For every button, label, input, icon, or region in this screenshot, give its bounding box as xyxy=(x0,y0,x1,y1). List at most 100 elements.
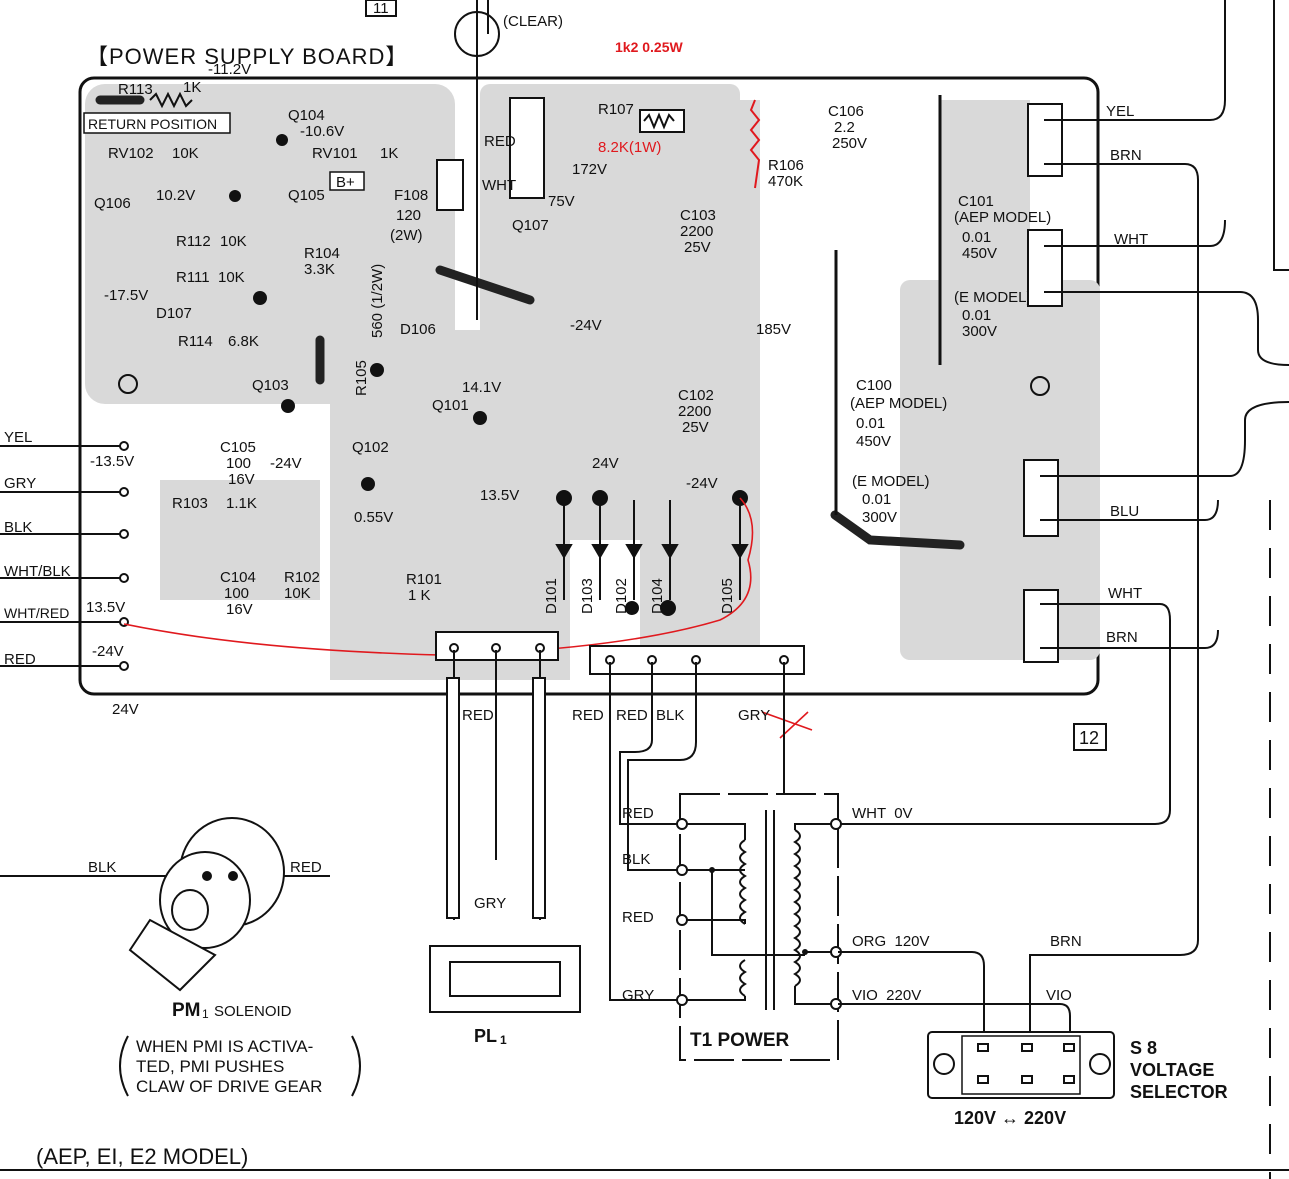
svg-text:C103: C103 xyxy=(680,207,716,224)
selector-name-2: VOLTAGE xyxy=(1130,1060,1214,1080)
selector-name-3: SELECTOR xyxy=(1130,1082,1228,1102)
left-wire-label-1: GRY xyxy=(4,475,36,492)
selector-brn: BRN xyxy=(1050,933,1082,950)
diode-bank xyxy=(555,490,749,616)
svg-text:(AEP MODEL): (AEP MODEL) xyxy=(850,395,947,412)
svg-text:R111: R111 xyxy=(176,269,210,286)
svg-text:C101: C101 xyxy=(958,193,994,210)
svg-text:470K: 470K xyxy=(768,173,803,190)
svg-text:RV102: RV102 xyxy=(108,145,154,162)
board-number-11-label: 11 xyxy=(373,0,389,17)
wire-brn2-right: BRN xyxy=(1106,629,1138,646)
svg-text:13.5V: 13.5V xyxy=(480,487,519,504)
svg-text:F108: F108 xyxy=(394,187,428,204)
selector-screw-left xyxy=(933,1053,955,1075)
wire-brn-right: BRN xyxy=(1110,147,1142,164)
svg-text:1 K: 1 K xyxy=(408,587,431,604)
selector-wires xyxy=(838,951,1071,1044)
left-wire-volt-4: 13.5V xyxy=(86,599,125,616)
svg-text:RED: RED xyxy=(484,133,516,150)
clear-label: (CLEAR) xyxy=(503,13,563,30)
d102-label: D102 xyxy=(613,578,630,614)
svg-text:Q105: Q105 xyxy=(288,187,325,204)
svg-text:Q103: Q103 xyxy=(252,377,289,394)
solenoid-name-suffix: SOLENOID xyxy=(214,1003,292,1020)
pl1-name: PL xyxy=(474,1026,497,1046)
selector-range: 120V ↔ 220V xyxy=(954,1108,1066,1128)
return-position-label: RETURN POSITION xyxy=(88,116,217,132)
selector-screw-right xyxy=(1089,1053,1111,1075)
t1-title: T1 POWER xyxy=(690,1030,790,1051)
svg-text:Q104: Q104 xyxy=(288,107,325,124)
svg-text:450V: 450V xyxy=(856,433,891,450)
d101-label: D101 xyxy=(543,578,560,614)
board-thick-traces xyxy=(95,95,965,550)
svg-text:25V: 25V xyxy=(682,419,709,436)
svg-text:C100: C100 xyxy=(856,377,892,394)
svg-text:-17.5V: -17.5V xyxy=(104,287,148,304)
svg-text:6.8K: 6.8K xyxy=(228,333,259,350)
svg-text:1K: 1K xyxy=(380,145,398,162)
svg-text:172V: 172V xyxy=(572,161,607,178)
bottom-24v-label: 24V xyxy=(112,701,139,718)
wire-red-1: RED xyxy=(462,707,494,724)
pl1-name-sub: 1 xyxy=(500,1033,507,1047)
svg-text:0.01: 0.01 xyxy=(856,415,885,432)
left-wire-label-4: WHT/RED xyxy=(4,605,69,621)
d104-label: D104 xyxy=(649,578,666,614)
svg-text:R104: R104 xyxy=(304,245,340,262)
solenoid-name-sub: 1 xyxy=(202,1007,209,1021)
t1-sec-wht: WHT 0V xyxy=(852,805,913,822)
svg-text:C102: C102 xyxy=(678,387,714,404)
svg-text:16V: 16V xyxy=(226,601,253,618)
board-title: 【POWER SUPPLY BOARD】 xyxy=(86,44,408,69)
svg-text:300V: 300V xyxy=(862,509,897,526)
svg-text:0.01: 0.01 xyxy=(962,307,991,324)
svg-text:0.01: 0.01 xyxy=(862,491,891,508)
svg-text:450V: 450V xyxy=(962,245,997,262)
wire-wht-right: WHT xyxy=(1114,231,1148,248)
left-wire-volt-5: -24V xyxy=(92,643,124,660)
model-note: (AEP, EI, E2 MODEL) xyxy=(36,1144,248,1169)
svg-text:100: 100 xyxy=(226,455,251,472)
solenoid-red: RED xyxy=(290,859,322,876)
svg-text:R101: R101 xyxy=(406,571,442,588)
svg-text:(E MODEL): (E MODEL) xyxy=(954,289,1032,306)
svg-text:10.2V: 10.2V xyxy=(156,187,195,204)
solenoid-note-3: CLAW OF DRIVE GEAR xyxy=(136,1077,322,1096)
board-copper-shading xyxy=(85,84,1100,680)
solenoid-note-paren-right xyxy=(351,1035,361,1097)
solenoid-drawing xyxy=(0,817,330,992)
svg-text:14.1V: 14.1V xyxy=(462,379,501,396)
svg-text:Q101: Q101 xyxy=(432,397,469,414)
top-left-components: R113 1K -11.2V RETURN POSITION Q104 -10.… xyxy=(83,61,464,413)
pl1-lead-right xyxy=(532,677,546,919)
svg-text:-11.2V: -11.2V xyxy=(208,61,251,78)
svg-text:25V: 25V xyxy=(684,239,711,256)
svg-text:R103: R103 xyxy=(172,495,208,512)
left-wire-label-3: WHT/BLK xyxy=(4,563,71,580)
middle-components: RED WHT 172V 75V R107 8.2K(1W) Q107 C103… xyxy=(172,97,791,618)
svg-text:R112: R112 xyxy=(176,233,211,250)
t1-pri-red2: RED xyxy=(622,909,654,926)
selector-name-1: S 8 xyxy=(1130,1038,1157,1058)
svg-text:100: 100 xyxy=(224,585,249,602)
d103-label: D103 xyxy=(579,578,596,614)
svg-text:3.3K: 3.3K xyxy=(304,261,335,278)
right-connectors xyxy=(1023,103,1063,663)
r105-label: R105 xyxy=(353,360,370,396)
board-number-12 xyxy=(1073,723,1107,751)
board-number-11 xyxy=(365,0,397,17)
t1-sec-vio: VIO 220V xyxy=(852,987,921,1004)
left-wire-label-5: RED xyxy=(4,651,36,668)
bottom-connectors xyxy=(435,631,805,675)
svg-text:R107: R107 xyxy=(598,101,634,118)
selector-contacts xyxy=(977,1043,1075,1084)
svg-text:250V: 250V xyxy=(832,135,867,152)
svg-text:(E MODEL): (E MODEL) xyxy=(852,473,930,490)
svg-text:10K: 10K xyxy=(172,145,199,162)
svg-text:Q102: Q102 xyxy=(352,439,389,456)
t1-pri-gry: GRY xyxy=(622,987,654,1004)
pl1-gry-label: GRY xyxy=(474,895,506,912)
svg-text:0.55V: 0.55V xyxy=(354,509,393,526)
